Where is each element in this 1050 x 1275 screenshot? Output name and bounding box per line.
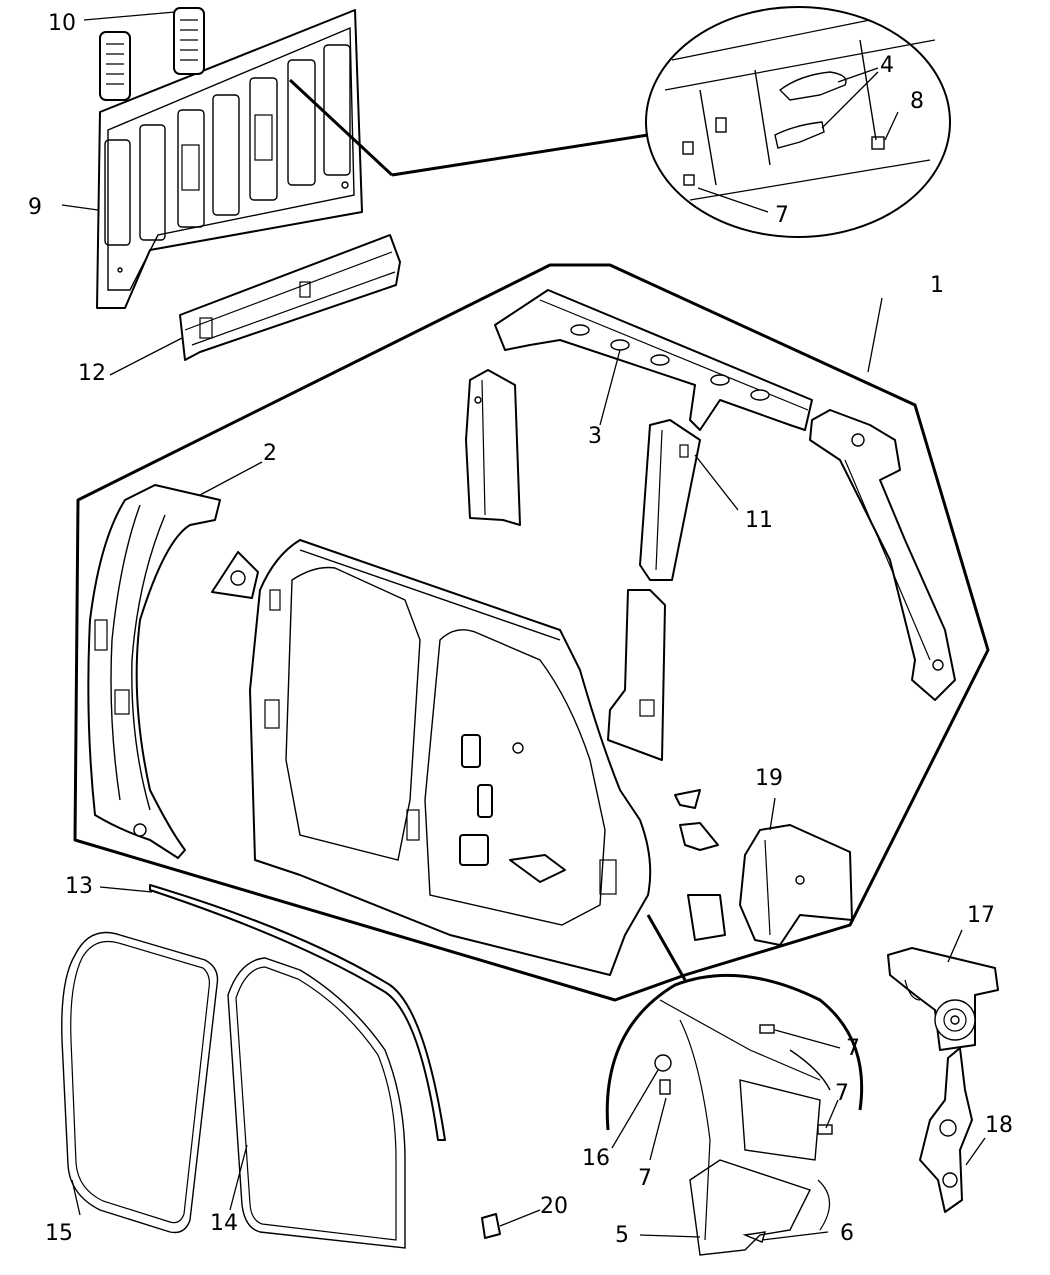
part-vent-grilles[interactable]: [99, 7, 205, 101]
part-reinforcement-plate[interactable]: [919, 1047, 973, 1213]
part-crossmember[interactable]: [179, 234, 401, 361]
callout-1: 1: [930, 273, 944, 298]
part-b-pillar-upper[interactable]: [465, 369, 521, 526]
part-drip-molding[interactable]: [149, 884, 446, 1141]
callout-4: 4: [880, 53, 894, 78]
detail-bubble-bottom: [605, 973, 864, 1256]
callout-15: 15: [45, 1221, 73, 1246]
part-rear-door-weatherstrip-inner: [235, 966, 397, 1241]
leader-lines: [61, 11, 986, 1241]
callout-13: 13: [65, 874, 93, 899]
part-brackets[interactable]: [459, 734, 566, 883]
callout-11: 11: [745, 508, 773, 533]
part-rear-door-weatherstrip[interactable]: [227, 957, 406, 1249]
callout-6: 6: [840, 1221, 854, 1246]
part-b-pillar-lower[interactable]: [607, 589, 666, 761]
callout-19: 19: [755, 766, 783, 791]
callout-7-lower-left: 7: [638, 1166, 652, 1191]
zoom-line-top: [288, 78, 394, 177]
callout-2: 2: [263, 441, 277, 466]
part-b-pillar-reinforcement[interactable]: [639, 419, 701, 581]
callout-labels: 1 2 3 4 5 6 7 7 7 7 8 9 10 11 12 13 14 1…: [28, 11, 1013, 1248]
callout-20: 20: [540, 1194, 568, 1219]
part-c-pillar[interactable]: [809, 409, 956, 701]
assembly-outline: [73, 263, 990, 1002]
part-gusset[interactable]: [211, 551, 259, 599]
callout-5: 5: [615, 1223, 629, 1248]
callout-7-lower-right: 7: [846, 1036, 860, 1061]
part-roof-rail[interactable]: [494, 289, 813, 431]
callout-10: 10: [48, 11, 76, 36]
callout-16: 16: [582, 1146, 610, 1171]
zoom-line-bottom: [646, 914, 687, 981]
part-front-door-weatherstrip-inner: [70, 940, 210, 1224]
part-front-door-weatherstrip[interactable]: [61, 931, 219, 1234]
part-rear-inner-panel[interactable]: [739, 824, 853, 946]
callout-12: 12: [78, 361, 106, 386]
callout-3: 3: [588, 424, 602, 449]
part-clip[interactable]: [481, 1213, 501, 1239]
callout-18: 18: [985, 1113, 1013, 1138]
zoom-line-top-2: [391, 133, 649, 177]
callout-9: 9: [28, 195, 42, 220]
part-speaker-bracket[interactable]: [887, 947, 999, 1051]
callout-8: 8: [910, 89, 924, 114]
callout-7-lower-mid: 7: [835, 1081, 849, 1106]
callout-7-top: 7: [775, 203, 789, 228]
detail-bubble-top: [645, 6, 951, 238]
part-small-hardware[interactable]: [674, 789, 726, 941]
part-a-pillar[interactable]: [87, 484, 221, 859]
callout-17: 17: [967, 903, 995, 928]
callout-14: 14: [210, 1211, 238, 1236]
